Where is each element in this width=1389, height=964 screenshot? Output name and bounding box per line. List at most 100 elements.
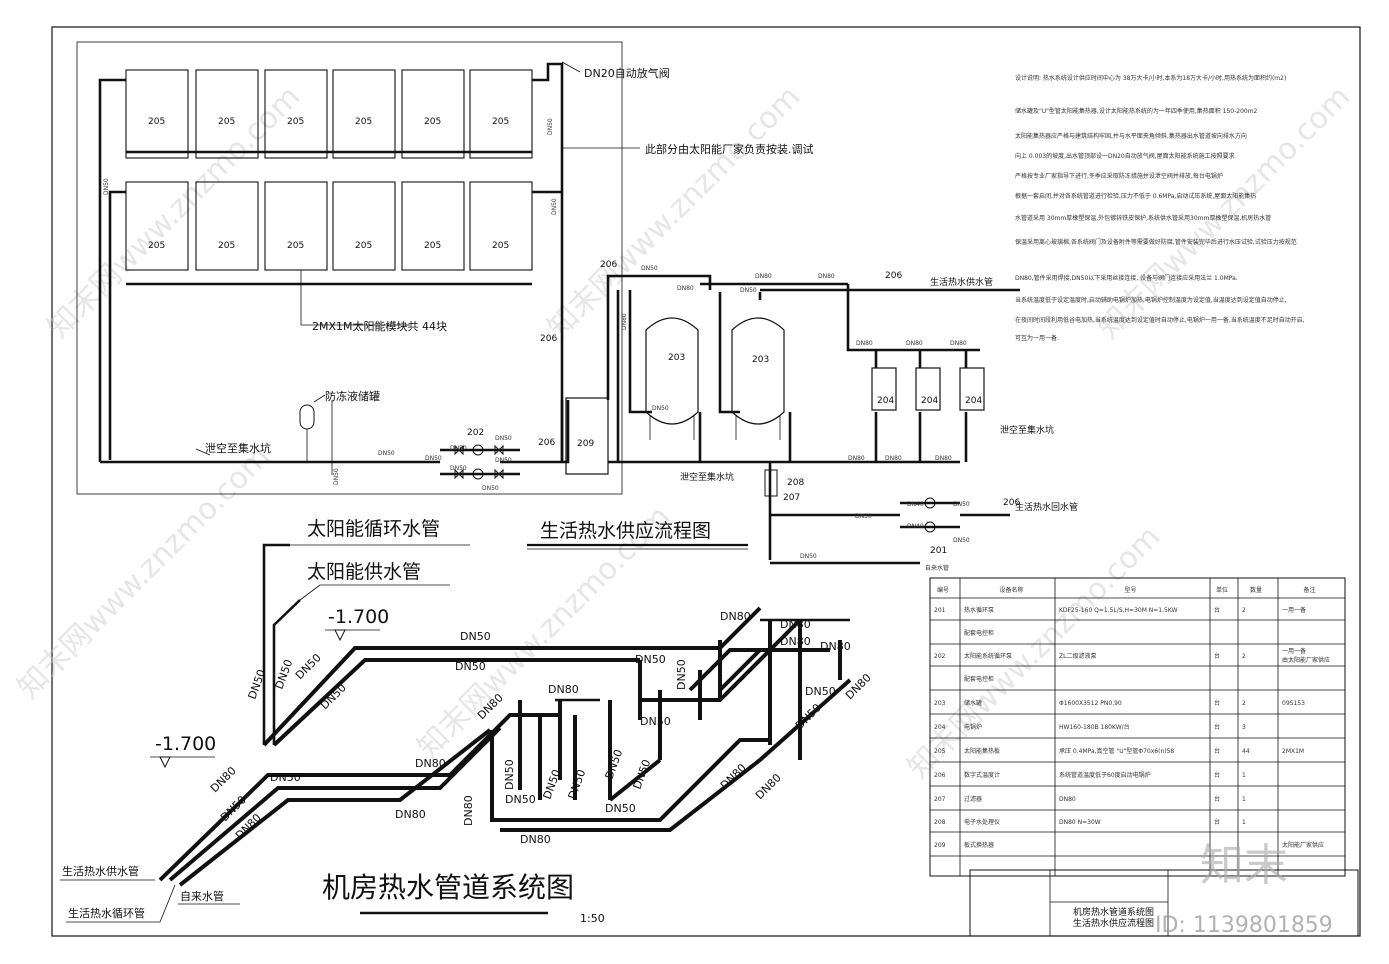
- table-cell: 208: [934, 819, 946, 826]
- water-treatment-208: [764, 469, 778, 497]
- design-note-line: 保温采用离心玻璃棉,各系统阀门及设备附件等需要做好防腐,管件安装完毕后进行水压试…: [1015, 238, 1297, 246]
- table-cell: 209: [934, 842, 946, 849]
- watermark-text: 知末网www.znzmo.com: [541, 79, 807, 345]
- svg-text:DN50: DN50: [800, 553, 817, 560]
- solar-panel-label: 205: [355, 117, 372, 127]
- svg-text:DN50: DN50: [551, 198, 558, 215]
- svg-text:DN50: DN50: [566, 768, 589, 801]
- svg-text:DN80: DN80: [621, 313, 628, 330]
- svg-text:DN50: DN50: [953, 501, 970, 508]
- boiler-204-label: 204: [877, 396, 894, 406]
- svg-text:DN50: DN50: [218, 793, 249, 824]
- svg-text:DN50: DN50: [318, 681, 349, 712]
- solar-panel: [125, 181, 189, 271]
- table-header: 单位: [1216, 586, 1228, 594]
- table-cell: 206: [934, 772, 946, 779]
- table-cell: 202: [934, 653, 946, 660]
- table-cell: 205: [934, 748, 946, 755]
- solar-circ-pipe-label: 太阳能循环水管: [307, 518, 440, 540]
- tap-water-label: 自来水管: [925, 564, 949, 572]
- svg-text:DN80: DN80: [548, 683, 579, 696]
- table-cell: 一用一备: [1282, 647, 1306, 655]
- thermometer-206-label: 206: [540, 334, 557, 344]
- design-note-line: 水管道采用 30mm厚橡塑保温,外包镀锌铁皮保护,系统供水管采用30mm厚橡塑保…: [1015, 214, 1271, 222]
- hot-supply-label: 生活热水供水管: [930, 276, 993, 288]
- svg-text:DN50: DN50: [455, 660, 486, 673]
- watermark-text: 知末网www.znzmo.com: [11, 439, 277, 705]
- svg-text:DN50: DN50: [547, 118, 554, 135]
- table-cell: 热水循环泵: [964, 606, 994, 614]
- watermark-text: 知末网www.znzmo.com: [1091, 79, 1357, 345]
- solar-panel-label: 205: [355, 241, 372, 251]
- table-cell: 台: [1214, 606, 1220, 614]
- solar-panel-label: 205: [287, 117, 304, 127]
- table-cell: 1: [1242, 796, 1246, 803]
- solar-zone-box: [76, 41, 623, 495]
- svg-text:DN80: DN80: [395, 808, 426, 821]
- table-cell: 207: [934, 796, 946, 803]
- solar-panel-label: 205: [424, 241, 441, 251]
- svg-text:DN50: DN50: [793, 701, 824, 732]
- solar-panel: [195, 69, 259, 159]
- electric-boiler-204: [871, 367, 985, 411]
- table-cell: 过滤器: [964, 795, 982, 803]
- solar-panel: [401, 69, 465, 159]
- table-cell: 电锅炉: [964, 723, 982, 731]
- drain-pit-label: 泄空至集水坑: [680, 471, 734, 483]
- table-cell: 2: [1242, 607, 1246, 614]
- thermometer-206-label: 206: [1003, 498, 1020, 508]
- svg-text:DN50: DN50: [855, 513, 872, 520]
- table-cell: 台: [1214, 795, 1220, 803]
- svg-text:DN40: DN40: [907, 523, 924, 530]
- svg-text:DN80: DN80: [462, 795, 475, 826]
- tank-loop-pipes: [606, 274, 1020, 565]
- svg-text:DN50: DN50: [805, 685, 836, 698]
- air-valve-label: DN20自动放气阀: [584, 66, 670, 80]
- solar-supply-pipe-label: 太阳能供水管: [307, 561, 421, 583]
- iso-tap-label: 自来水管: [180, 889, 224, 903]
- svg-text:DN50: DN50: [635, 653, 666, 666]
- table-cell: 数字式温度计: [964, 771, 1000, 779]
- table-cell: 储水罐: [964, 699, 982, 707]
- svg-text:DN50: DN50: [631, 758, 654, 791]
- svg-text:DN50: DN50: [652, 405, 669, 412]
- table-cell: 一用一备: [1282, 606, 1306, 614]
- pump-202-label: 202: [467, 428, 484, 438]
- svg-text:DN50: DN50: [503, 759, 516, 790]
- table-header: 设备名称: [1000, 586, 1024, 594]
- table-cell: 配套电控柜: [964, 675, 994, 683]
- svg-text:DN80: DN80: [780, 618, 811, 631]
- design-note-line: 根据一套启闭,并对各系统管道进行检验,压力不低于 0.6MPa,启动试压系统,屋…: [1015, 192, 1256, 200]
- design-note-line: 在夜间时间段利用低谷电加热,当系统温度达到设定值时自动停止,电锅炉一用一备,当系…: [1015, 316, 1305, 324]
- id-watermark: ID: 1139801859: [1155, 913, 1333, 938]
- table-cell: KDF25-160 Q=1.5L/S,H=30M N=1.5KW: [1059, 607, 1178, 614]
- svg-text:DN50: DN50: [675, 659, 688, 690]
- solar-panel: [332, 69, 396, 159]
- table-cell: 2: [1242, 700, 1246, 707]
- pump-group-201: [924, 497, 936, 533]
- isometric-pipe-system: [158, 543, 852, 887]
- table-cell: 太阳能系统循环泵: [964, 652, 1012, 660]
- table-cell: DN80: [1059, 796, 1076, 803]
- table-cell: 台: [1214, 652, 1220, 660]
- iso-hot-circ-label: 生活热水循环管: [68, 906, 145, 920]
- svg-text:DN80: DN80: [843, 671, 874, 702]
- svg-text:DN50: DN50: [270, 771, 301, 784]
- elevation-label: -1.700: [328, 606, 389, 628]
- table-header: 编号: [937, 586, 949, 594]
- table-cell: Φ1600X3512 PN0.90: [1059, 700, 1122, 707]
- thermometer-206-label: 206: [538, 438, 555, 448]
- table-cell: 太阳能集热板: [964, 747, 1000, 755]
- design-note-line: 储水罐及"U"型管太阳能集热器,设计太阳能热系统的为一年四季使用,集热面积 15…: [1015, 107, 1258, 115]
- scale-label: 1:50: [580, 912, 605, 925]
- svg-text:DN80: DN80: [935, 455, 952, 462]
- solar-panel-label: 205: [287, 241, 304, 251]
- table-header: 型号: [1125, 586, 1137, 594]
- svg-text:DN50: DN50: [603, 748, 626, 781]
- design-note-line: 向上 0.003的坡度,出水管顶部设一DN20自动放气阀,屋面太阳能系统施工按照…: [1015, 152, 1235, 160]
- table-cell: DN80 N=30W: [1059, 819, 1101, 826]
- solar-panel-label: 205: [148, 241, 165, 251]
- table-cell: 2: [1242, 653, 1246, 660]
- title-block-line2: 生活热水供应流程图: [1073, 917, 1154, 929]
- svg-text:DN50: DN50: [293, 651, 324, 682]
